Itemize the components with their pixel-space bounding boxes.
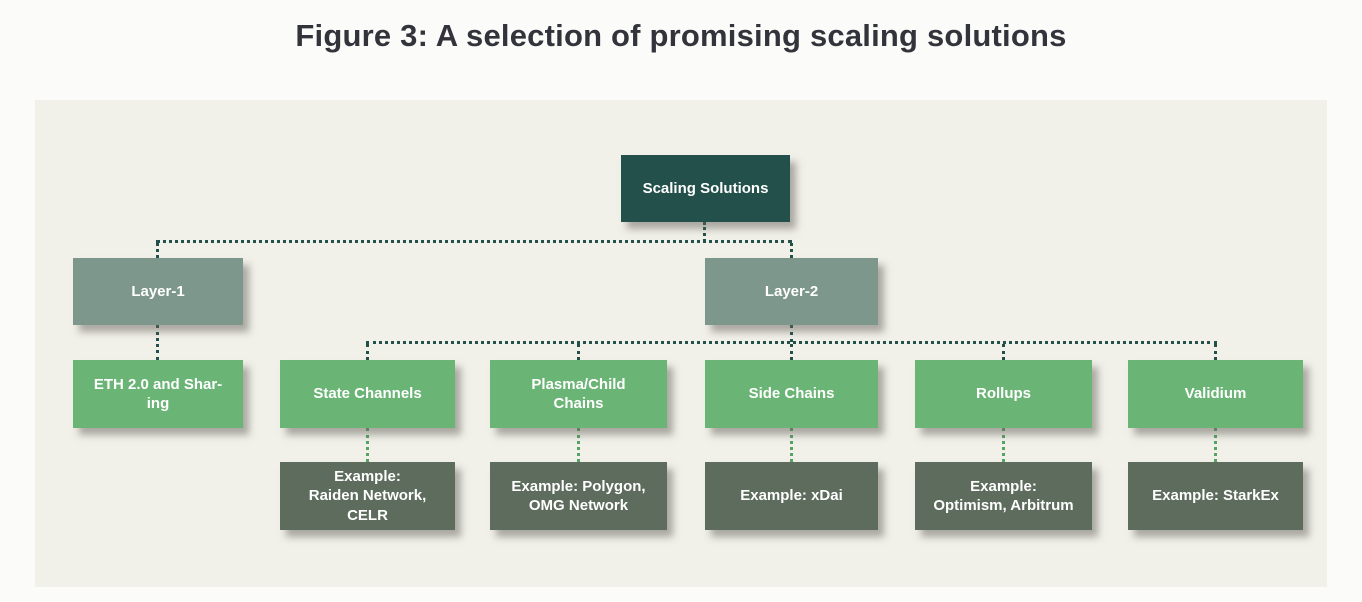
connector-layer2-down [790, 325, 793, 342]
figure-title: Figure 3: A selection of promising scali… [295, 18, 1067, 53]
connector-side-stub [790, 344, 793, 360]
node-layer-1: Layer-1 [73, 258, 243, 325]
connector-side-example [790, 428, 793, 462]
connector-rollups-stub [1002, 344, 1005, 360]
connector-layer1-eth [156, 325, 159, 360]
connector-plasma-stub [577, 344, 580, 360]
node-layer-2: Layer-2 [705, 258, 878, 325]
node-state-channels: State Channels [280, 360, 455, 428]
connector-validium-example [1214, 428, 1217, 462]
node-example-validium: Example: StarkEx [1128, 462, 1303, 530]
connector-rollups-example [1002, 428, 1005, 462]
node-side-chains: Side Chains [705, 360, 878, 428]
connector-state-stub [366, 344, 369, 360]
connector-state-example [366, 428, 369, 462]
node-example-plasma: Example: Polygon, OMG Network [490, 462, 667, 530]
connector-layers-horizontal [156, 240, 792, 243]
node-eth2-sharing: ETH 2.0 and Shar- ing [73, 360, 243, 428]
connector-root-down [703, 222, 706, 242]
node-example-rollups: Example: Optimism, Arbitrum [915, 462, 1092, 530]
connector-plasma-example [577, 428, 580, 462]
node-example-side-chains: Example: xDai [705, 462, 878, 530]
connector-validium-stub [1214, 344, 1217, 360]
connector-layer1-stub [156, 243, 159, 258]
connector-layer2-stub [790, 243, 793, 258]
node-scaling-solutions: Scaling Solutions [621, 155, 790, 222]
node-example-state-channels: Example: Raiden Network, CELR [280, 462, 455, 530]
connector-solutions-horizontal [366, 341, 1217, 344]
node-plasma-child-chains: Plasma/Child Chains [490, 360, 667, 428]
node-rollups: Rollups [915, 360, 1092, 428]
node-validium: Validium [1128, 360, 1303, 428]
